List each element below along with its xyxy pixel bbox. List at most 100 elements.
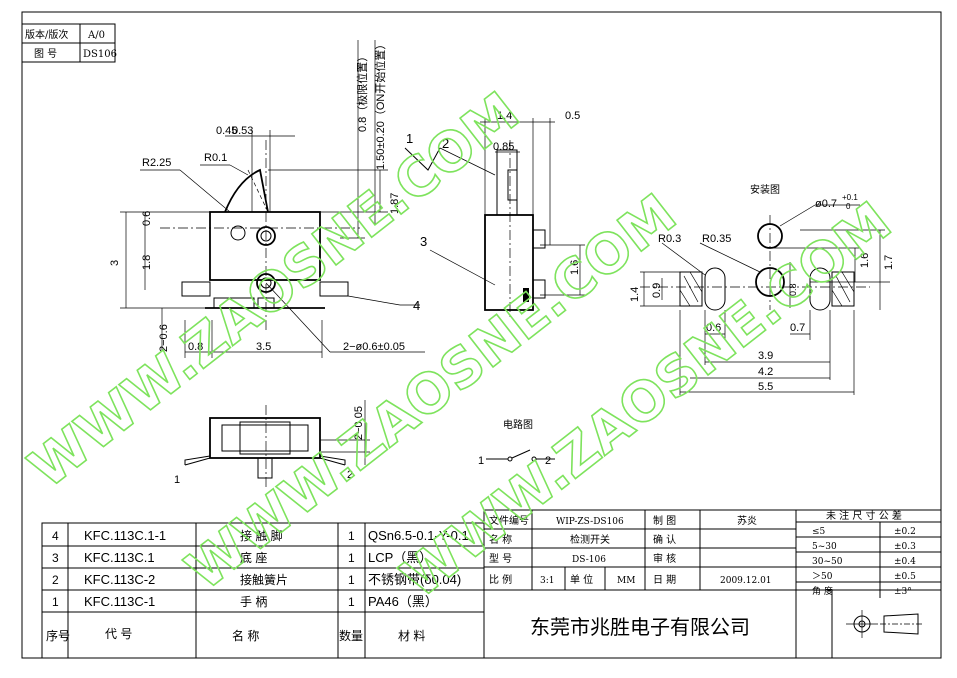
tolerance-range: ＞50 (812, 572, 833, 582)
tolerance-value: ±0.2 (894, 527, 916, 537)
drawer-value: 苏炎 (737, 514, 757, 527)
bom-header-qty: 数量 (339, 628, 363, 643)
mount-d17: 1.7 (883, 255, 895, 270)
scale-label: 比 例 (489, 573, 512, 586)
bom-header-material: 材 料 (398, 629, 425, 643)
tolerance-value: ±0.4 (894, 557, 916, 567)
tolerance-range: ≤5 (812, 527, 826, 537)
bom-material: PA46（黑） (368, 594, 438, 609)
drawing-no-value: DS106 (83, 49, 117, 60)
mount-d07: 0.7 (790, 322, 805, 334)
dim-14: 1.4 (497, 110, 512, 122)
mount-d16: 1.6 (859, 253, 871, 268)
watermark-text-1: WWW.ZAOSNE.COM (17, 80, 531, 501)
date-value: 2009.12.01 (720, 576, 772, 586)
mount-r03: R0.3 (658, 233, 681, 245)
dim-2-06: 2−0.6 (158, 324, 170, 352)
model-value: DS-106 (572, 555, 606, 565)
circuit-pin-1: 1 (478, 455, 484, 467)
review-label: 审 核 (653, 552, 676, 565)
company-name: 东莞市兆胜电子有限公司 (530, 616, 750, 639)
mount-hole-tol0: 0 (846, 202, 851, 211)
mount-d39: 3.9 (758, 350, 773, 362)
tolerance-range: 角 度 (812, 585, 833, 597)
unit-value: MM (617, 576, 635, 586)
mount-d14: 1.4 (629, 287, 641, 302)
bom-qty: 1 (348, 595, 355, 609)
callout-1: 1 (406, 131, 413, 146)
circuit-pin-2: 2 (545, 455, 551, 467)
bom-name: 手 柄 (240, 595, 267, 609)
bom-no: 1 (52, 595, 59, 609)
mount-hole-tol: +0.1 (842, 193, 858, 202)
dim-06-left: 0.6 (141, 211, 153, 226)
callout-3: 3 (420, 234, 427, 249)
file-no-label: 文件编号 (489, 514, 529, 527)
bom-code: KFC.113C.1 (84, 550, 155, 565)
bom-header-no: 序号 (46, 628, 70, 643)
bom-material: 不锈钢带(δ0.04) (368, 572, 461, 587)
bom-header-name: 名 称 (232, 628, 259, 643)
dim-08-limit: 0.8（极限位置） (355, 51, 369, 132)
date-label: 日 期 (653, 574, 676, 586)
front-callout-2: 2 (347, 469, 353, 481)
mount-hole-d: ø0.7 (815, 198, 837, 210)
bom-name: 接触簧片 (240, 572, 288, 587)
callout-4: 4 (413, 298, 420, 313)
bom-code: KFC.113C-1 (84, 594, 155, 609)
mounting-view (640, 204, 890, 395)
drawing-no-label: 图 号 (34, 48, 57, 60)
bom-no: 2 (52, 573, 59, 587)
version-value: A/0 (87, 30, 105, 41)
name-label: 名 称 (489, 533, 512, 546)
unit-label: 单 位 (570, 573, 593, 586)
dim-3: 3 (109, 260, 121, 266)
dim-holes: 2−ø0.6±0.05 (343, 341, 405, 353)
mount-d08: 0.8 (788, 283, 798, 296)
bom-qty: 1 (348, 551, 355, 565)
tolerance-range: 30~50 (812, 557, 843, 567)
bom-header-code: 代 号 (105, 627, 132, 641)
dim-r225: R2.25 (142, 157, 171, 169)
dim-187: 1.87 (389, 193, 401, 214)
front-view (184, 400, 370, 490)
tolerance-value: ±0.3 (894, 542, 916, 552)
watermark: WWW.ZAOSNE.COM (16, 79, 531, 501)
confirm-label: 确 认 (653, 533, 676, 546)
circuit-diagram (486, 449, 555, 462)
mount-r035: R0.35 (702, 233, 731, 245)
bom-name: 底 座 (240, 550, 267, 565)
model-label: 型 号 (489, 552, 512, 565)
name-value: 检测开关 (570, 533, 610, 546)
callout-2: 2 (442, 136, 449, 151)
dim-16-side: 1.6 (569, 260, 581, 275)
dim-085: 0.85 (493, 141, 514, 153)
dim-18: 1.8 (141, 255, 153, 270)
side-view (404, 118, 585, 320)
top-view (120, 40, 425, 358)
revision-box: 版本/版次 A/0 图 号 DS106 (21, 23, 117, 63)
dim-35: 3.5 (256, 341, 271, 353)
title-block (483, 509, 942, 659)
dim-08-bottom: 0.8 (188, 341, 203, 353)
bom-code: KFC.113C-2 (84, 572, 155, 587)
file-no-value: WIP-ZS-DS106 (556, 517, 624, 527)
bom-no: 4 (52, 529, 59, 543)
tolerance-value: ±0.5 (894, 572, 916, 582)
version-label: 版本/版次 (25, 28, 68, 41)
tolerance-value: ±3° (894, 587, 912, 597)
scale-value: 3:1 (540, 576, 554, 586)
mount-d55: 5.5 (758, 381, 773, 393)
dim-150: 1.50±0.20（ON开始位置） (373, 39, 387, 170)
dim-2-005: 2−0.05 (353, 406, 365, 440)
mount-d42: 4.2 (758, 366, 773, 378)
bom-qty: 1 (348, 573, 355, 587)
bom-no: 3 (52, 551, 59, 565)
bom-material: QSn6.5-0.1-Y-0.1 (368, 528, 469, 543)
dim-045: 0.45 (216, 125, 237, 137)
draw-label: 制 图 (653, 514, 676, 527)
bom-code: KFC.113C.1-1 (84, 528, 166, 543)
bom-qty: 1 (348, 529, 355, 543)
bom-name: 接 触 脚 (240, 528, 283, 543)
tolerance-title: 未 注 尺 寸 公 差 (826, 509, 902, 522)
